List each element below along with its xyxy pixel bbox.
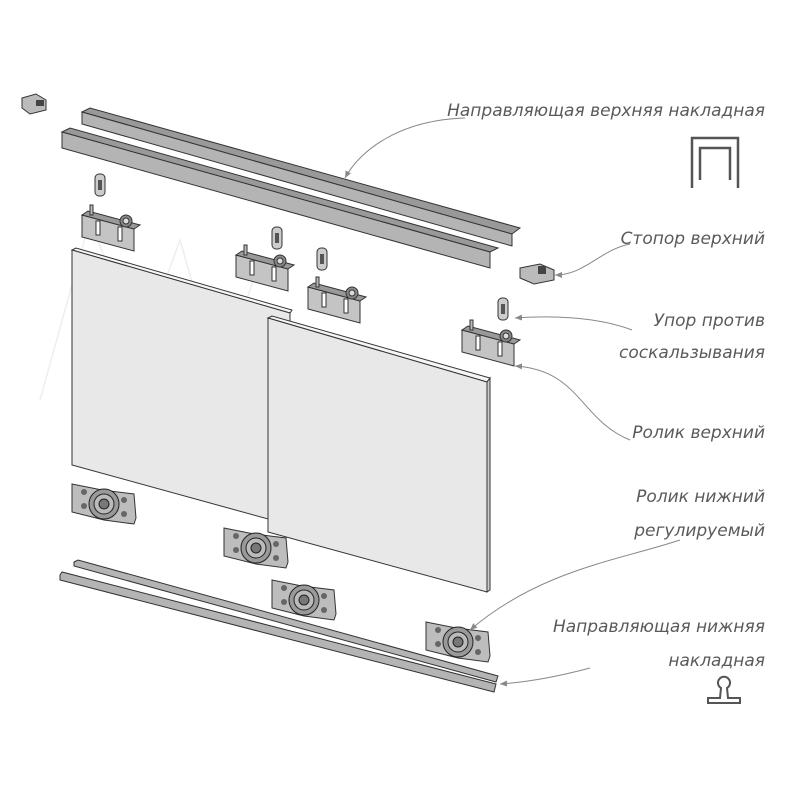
door-panel-right (266, 315, 491, 593)
label-bottom-rail-line2: накладная (668, 651, 765, 671)
top-stopper-right (519, 263, 555, 285)
label-bottom-roller-line1: Ролик нижний (636, 487, 765, 507)
top-rail (60, 107, 522, 269)
leader-lines (344, 117, 681, 687)
door-panel-left (70, 247, 293, 526)
anti-slip-stop (497, 297, 509, 321)
top-stopper-left (21, 93, 47, 115)
top-roller (81, 204, 141, 252)
top-roller (461, 319, 521, 367)
label-anti-slip-line2: соскальзывания (619, 343, 765, 363)
label-anti-slip-line1: Упор против (654, 311, 765, 331)
bottom-roller (425, 621, 491, 663)
top-roller (307, 276, 367, 324)
bottom-roller (271, 579, 337, 621)
label-top-roller: Ролик верхний (632, 423, 765, 443)
label-bottom-rail-line1: Направляющая нижняя (553, 617, 765, 637)
anti-slip-stop (316, 247, 328, 271)
label-bottom-roller-line2: регулируемый (633, 521, 765, 541)
label-top-stopper: Стопор верхний (621, 229, 765, 249)
anti-slip-stop (94, 173, 106, 197)
top-roller (235, 244, 295, 292)
label-top-rail: Направляющая верхняя накладная (447, 101, 765, 121)
anti-slip-stop (271, 226, 283, 250)
bottom-roller (71, 483, 137, 525)
top-rail-profile-icon (690, 136, 740, 188)
bottom-rail-profile-icon (707, 675, 741, 704)
bottom-rail (59, 559, 499, 693)
